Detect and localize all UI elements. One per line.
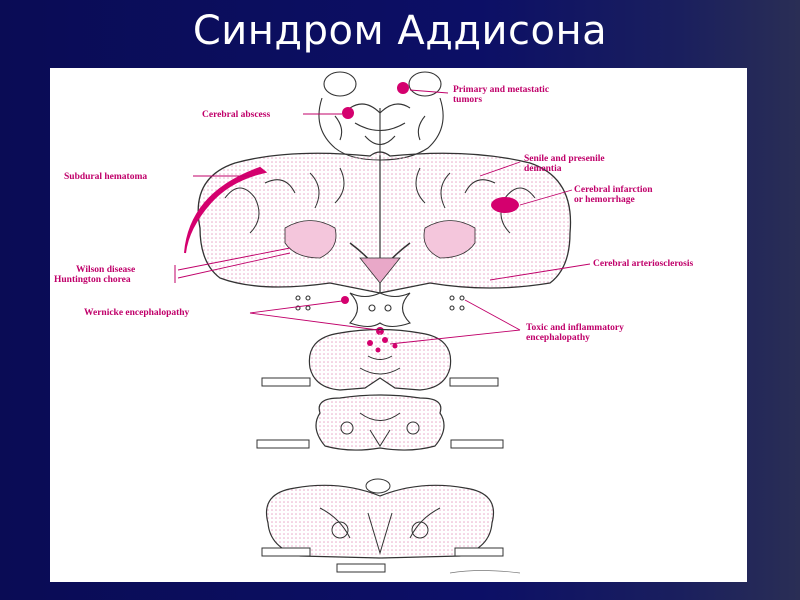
subdural-hematoma-mark <box>184 166 268 254</box>
label-cerebral-abscess: Cerebral abscess <box>202 110 270 120</box>
lower-medulla-section <box>266 478 494 559</box>
brain-pathology-diagram: Primary and metastatic tumors Cerebral a… <box>54 71 693 574</box>
coronal-section <box>197 151 572 294</box>
abscess-spot <box>342 107 354 119</box>
figure-panel: Primary and metastatic tumors Cerebral a… <box>50 68 747 582</box>
label-wilson-disease: Wilson disease <box>76 265 135 275</box>
label-infarction-2: or hemorrhage <box>574 195 635 205</box>
pons-section <box>308 328 452 391</box>
label-huntington-chorea: Huntington chorea <box>54 275 131 285</box>
label-wernicke: Wernicke encephalopathy <box>84 308 190 318</box>
label-arteriosclerosis: Cerebral arteriosclerosis <box>593 259 693 269</box>
leader-lines <box>177 89 591 345</box>
midbrain-section <box>295 292 465 328</box>
tumor-spot <box>397 82 409 94</box>
medulla-section <box>315 394 445 451</box>
label-senile-dementia-1: Senile and presenile <box>524 154 605 164</box>
brain-base-section <box>318 71 444 161</box>
label-subdural-hematoma: Subdural hematoma <box>64 172 147 182</box>
infarction-mark <box>491 197 519 213</box>
wernicke-spot-1 <box>341 296 349 304</box>
label-senile-dementia-2: dementia <box>524 164 562 174</box>
label-primary-tumors-2: tumors <box>453 95 482 105</box>
label-toxic-2: encephalopathy <box>526 333 590 343</box>
label-toxic-1: Toxic and inflammatory <box>526 323 624 333</box>
artist-signature <box>449 570 521 574</box>
label-infarction-1: Cerebral infarction <box>574 185 653 195</box>
slide-title: Синдром Аддисона <box>192 8 608 54</box>
label-primary-tumors-1: Primary and metastatic <box>453 85 549 95</box>
